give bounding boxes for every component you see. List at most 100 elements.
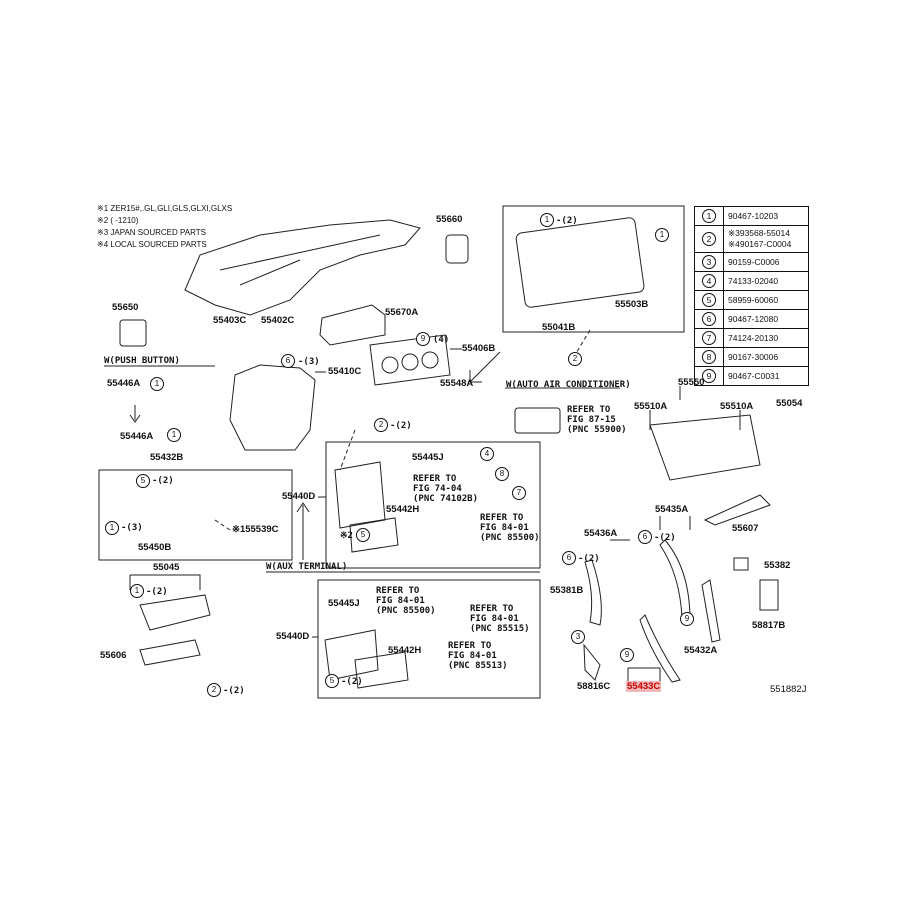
part-label: 55660 xyxy=(436,214,463,225)
ref-circle-6: 6 xyxy=(638,530,652,544)
ref-circle: 2 xyxy=(702,232,716,246)
part-58816C xyxy=(583,643,601,681)
part-label: 55440D xyxy=(276,631,310,642)
part-label: 55381B xyxy=(550,585,584,596)
ref-circle: 3 xyxy=(702,255,716,269)
note-3: ※3 JAPAN SOURCED PARTS xyxy=(97,228,206,237)
ref-circle-9: 9 xyxy=(620,648,634,662)
qty: -(2) xyxy=(341,677,363,687)
part-number-cell: 74133-02040 xyxy=(723,271,809,291)
part-55435A xyxy=(659,539,691,621)
ref-number-cell: 2 xyxy=(694,225,724,253)
ref-circle-2: 2 xyxy=(374,418,388,432)
qty: -(3) xyxy=(298,357,320,367)
part-number-cell: 90159-C0006 xyxy=(723,252,809,272)
part-label: 55435A xyxy=(655,504,689,515)
part-55432A xyxy=(701,579,721,643)
ref-circle-5: 5 xyxy=(325,674,339,688)
ref-circle-1: 1 xyxy=(105,521,119,535)
part-label: 55503B xyxy=(615,299,649,310)
parts-table-row: 1 90467-10203 xyxy=(694,206,809,226)
note-4: ※4 LOCAL SOURCED PARTS xyxy=(97,240,207,249)
parts-table-row: 8 90167-30006 xyxy=(694,347,809,367)
part-label: 55402C xyxy=(261,315,295,326)
qty: -(2) xyxy=(578,554,600,564)
refer-note[interactable]: REFER TO FIG 84-01 (PNC 85500) xyxy=(376,586,436,616)
figure-id: 551882J xyxy=(770,684,807,695)
ref-number-cell: 7 xyxy=(694,328,724,348)
part-55433C xyxy=(639,614,681,683)
glovebox-upper xyxy=(515,217,645,308)
parts-table-row: 2 ※393568-55014 ※490167-C0004 xyxy=(694,225,809,253)
part-number-cell: 90467-12080 xyxy=(723,309,809,329)
part-55045 xyxy=(139,594,211,631)
vent-55670A xyxy=(319,304,386,346)
part-label: 55406B xyxy=(462,343,496,354)
parts-table-row: 5 58959-60060 xyxy=(694,290,809,310)
refer-note[interactable]: REFER TO FIG 87-15 (PNC 55900) xyxy=(567,405,627,435)
highlighted-part-55433C[interactable]: 55433C xyxy=(626,681,662,692)
ref-circle-2: 2 xyxy=(207,683,221,697)
qty: -(2) xyxy=(223,686,245,696)
part-number-cell: 90467-C0031 xyxy=(723,366,809,386)
ref-circle-7: 7 xyxy=(512,486,526,500)
part-label: 55510A xyxy=(634,401,668,412)
part-label: 55446A xyxy=(120,431,154,442)
ref-number-cell: 8 xyxy=(694,347,724,367)
refer-note[interactable]: REFER TO FIG 84-01 (PNC 85500) xyxy=(480,513,540,543)
part-label: 55670A xyxy=(385,307,419,318)
ref-circle-6: 6 xyxy=(562,551,576,565)
part-number-cell: ※393568-55014 ※490167-C0004 xyxy=(723,225,809,253)
ref-circle-5: 5 xyxy=(356,528,370,542)
part-number-cell: 58959-60060 xyxy=(723,290,809,310)
part-number-cell: 90167-30006 xyxy=(723,347,809,367)
part-label: ※155539C xyxy=(232,524,279,535)
part-label: 55041B xyxy=(542,322,576,333)
qty: (4) xyxy=(433,335,450,345)
vent-55650 xyxy=(119,319,147,347)
ref-circle: 1 xyxy=(702,209,716,223)
qty: -(2) xyxy=(654,533,676,543)
part-label: 58816C xyxy=(577,681,611,692)
part-label: 55510A xyxy=(720,401,754,412)
ref-circle-9: 9 xyxy=(416,332,430,346)
part-label: 55607 xyxy=(732,523,759,534)
refer-note[interactable]: REFER TO FIG 84-01 (PNC 85515) xyxy=(470,604,530,634)
ref-circle-6: 6 xyxy=(281,354,295,368)
parts-table-row: 3 90159-C0006 xyxy=(694,252,809,272)
part-55442H-b xyxy=(354,651,409,689)
refer-note[interactable]: REFER TO FIG 84-01 (PNC 85513) xyxy=(448,641,508,671)
ref-circle: 5 xyxy=(702,293,716,307)
part-label: 55432A xyxy=(684,645,718,656)
note-mark: ※2 xyxy=(340,531,353,541)
part-label: 55445J xyxy=(412,452,444,463)
dashboard-frame xyxy=(184,219,421,316)
ref-circle-1: 1 xyxy=(655,228,669,242)
ref-circle-8: 8 xyxy=(495,467,509,481)
part-label: 55548A xyxy=(440,378,474,389)
ref-circle: 8 xyxy=(702,350,716,364)
ref-number-cell: 1 xyxy=(694,206,724,226)
ref-circle: 4 xyxy=(702,274,716,288)
qty: -(3) xyxy=(121,523,143,533)
ref-circle: 6 xyxy=(702,312,716,326)
part-label: 55410C xyxy=(328,366,362,377)
vent-55660 xyxy=(445,234,469,264)
ref-circle-9: 9 xyxy=(680,612,694,626)
ref-circle-5: 5 xyxy=(136,474,150,488)
refer-note[interactable]: REFER TO FIG 74-04 (PNC 74102B) xyxy=(413,474,479,504)
ref-number-cell: 4 xyxy=(694,271,724,291)
part-label: 55442H xyxy=(388,645,422,656)
note-2: ※2 ( -1210) xyxy=(97,216,139,225)
part-label: 55440D xyxy=(282,491,316,502)
qty: -(2) xyxy=(390,421,412,431)
bracket-b xyxy=(324,629,379,681)
ref-number-cell: 6 xyxy=(694,309,724,329)
ref-circle-1: 1 xyxy=(150,377,164,391)
part-number-cell: 90467-10203 xyxy=(723,206,809,226)
bracket-a xyxy=(334,461,386,529)
part-label: 55445J xyxy=(328,598,360,609)
